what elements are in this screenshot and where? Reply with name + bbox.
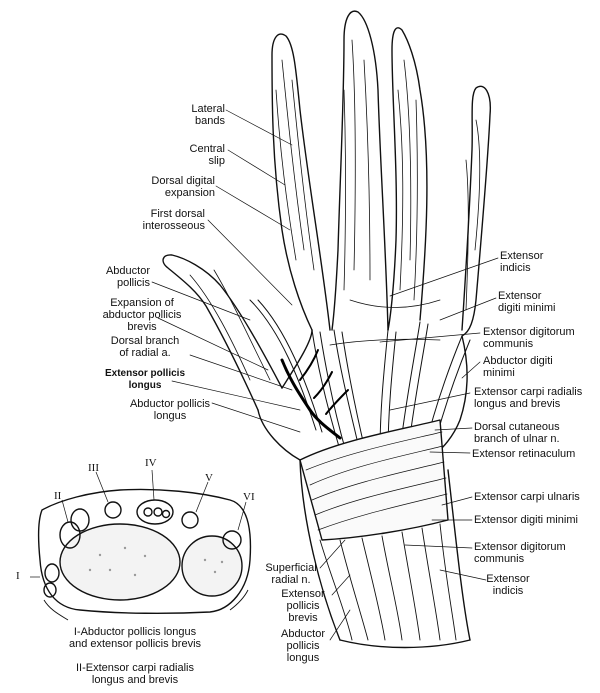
compartment-IV (136, 499, 174, 525)
numeral-III: III (88, 462, 99, 474)
label-extensor-carpi-radialis: Extensor carpi radialis longus and brevi… (474, 386, 583, 410)
numeral-V: V (205, 472, 213, 484)
leader-lines-right (379, 257, 499, 581)
compartment-VI (222, 530, 242, 550)
numeral-II: II (54, 490, 62, 502)
label-extensor-digitorum-communis-bottom: Extensor digitorum communis (474, 541, 566, 565)
radius-bone (59, 523, 181, 601)
label-extensor-digiti-minimi-top: Extensor digiti minimi (498, 290, 556, 314)
label-dorsal-cutaneous-ulnar: Dorsal cutaneous branch of ulnar n. (474, 421, 560, 445)
label-extensor-digitorum-communis-top: Extensor digitorum communis (483, 326, 575, 350)
ulna-bone (181, 535, 243, 597)
label-dorsal-digital-expansion: Dorsal digital expansion (151, 175, 215, 199)
compartment-I (44, 563, 60, 583)
middle-finger (331, 10, 389, 331)
thumb (162, 254, 283, 411)
dorsal-radial-artery (280, 349, 349, 440)
label-abductor-pollicis-longus-bottom: Abductor pollicis longus (280, 628, 326, 664)
numeral-I: I (16, 570, 20, 582)
little-finger (461, 85, 492, 337)
label-extensor-indicis-top: Extensor indicis (500, 250, 544, 274)
label-expansion-abductor-pollicis-brevis: Expansion of abductor pollicis brevis (102, 297, 182, 333)
label-extensor-carpi-ulnaris: Extensor carpi ulnaris (474, 491, 580, 503)
leader-lines-bottom (319, 539, 351, 641)
index-finger (271, 33, 331, 331)
compartment-V (181, 511, 199, 529)
label-superficial-radial-n: Superficial radial n. (265, 562, 317, 586)
cross-section-caption-2: II-Extensor carpi radialis longus and br… (76, 662, 194, 686)
label-extensor-indicis-bottom: Extensor indicis (486, 573, 530, 597)
label-central-slip: Central slip (189, 143, 225, 167)
numeral-VI: VI (243, 491, 255, 503)
extensor-retinaculum (299, 419, 449, 541)
leader-lines-left (151, 109, 301, 433)
ring-finger (387, 27, 428, 331)
numeral-IV: IV (145, 457, 157, 469)
label-extensor-retinaculum: Extensor retinaculum (472, 448, 576, 460)
compartment-II (59, 521, 81, 549)
wrist-cross-section (30, 469, 252, 621)
compartment-III (104, 501, 122, 519)
label-extensor-pollicis-longus: Extensor pollicis longus (104, 368, 186, 391)
label-abductor-pollicis: Abductor pollicis (105, 265, 150, 289)
label-lateral-bands: Lateral bands (191, 103, 225, 127)
label-first-dorsal-interosseous: First dorsal interosseous (142, 208, 205, 232)
label-extensor-digiti-minimi-bottom: Extensor digiti minimi (474, 514, 578, 526)
label-dorsal-branch-radial-a: Dorsal branch of radial a. (110, 335, 180, 359)
label-abductor-digiti-minimi: Abductor digiti minimi (483, 355, 553, 379)
label-extensor-pollicis-brevis: Extensor pollicis brevis (281, 588, 325, 624)
label-abductor-pollicis-longus: Abductor pollicis longus (129, 398, 211, 422)
cross-section-caption-1: I-Abductor pollicis longus and extensor … (68, 626, 202, 650)
forearm (299, 459, 471, 649)
